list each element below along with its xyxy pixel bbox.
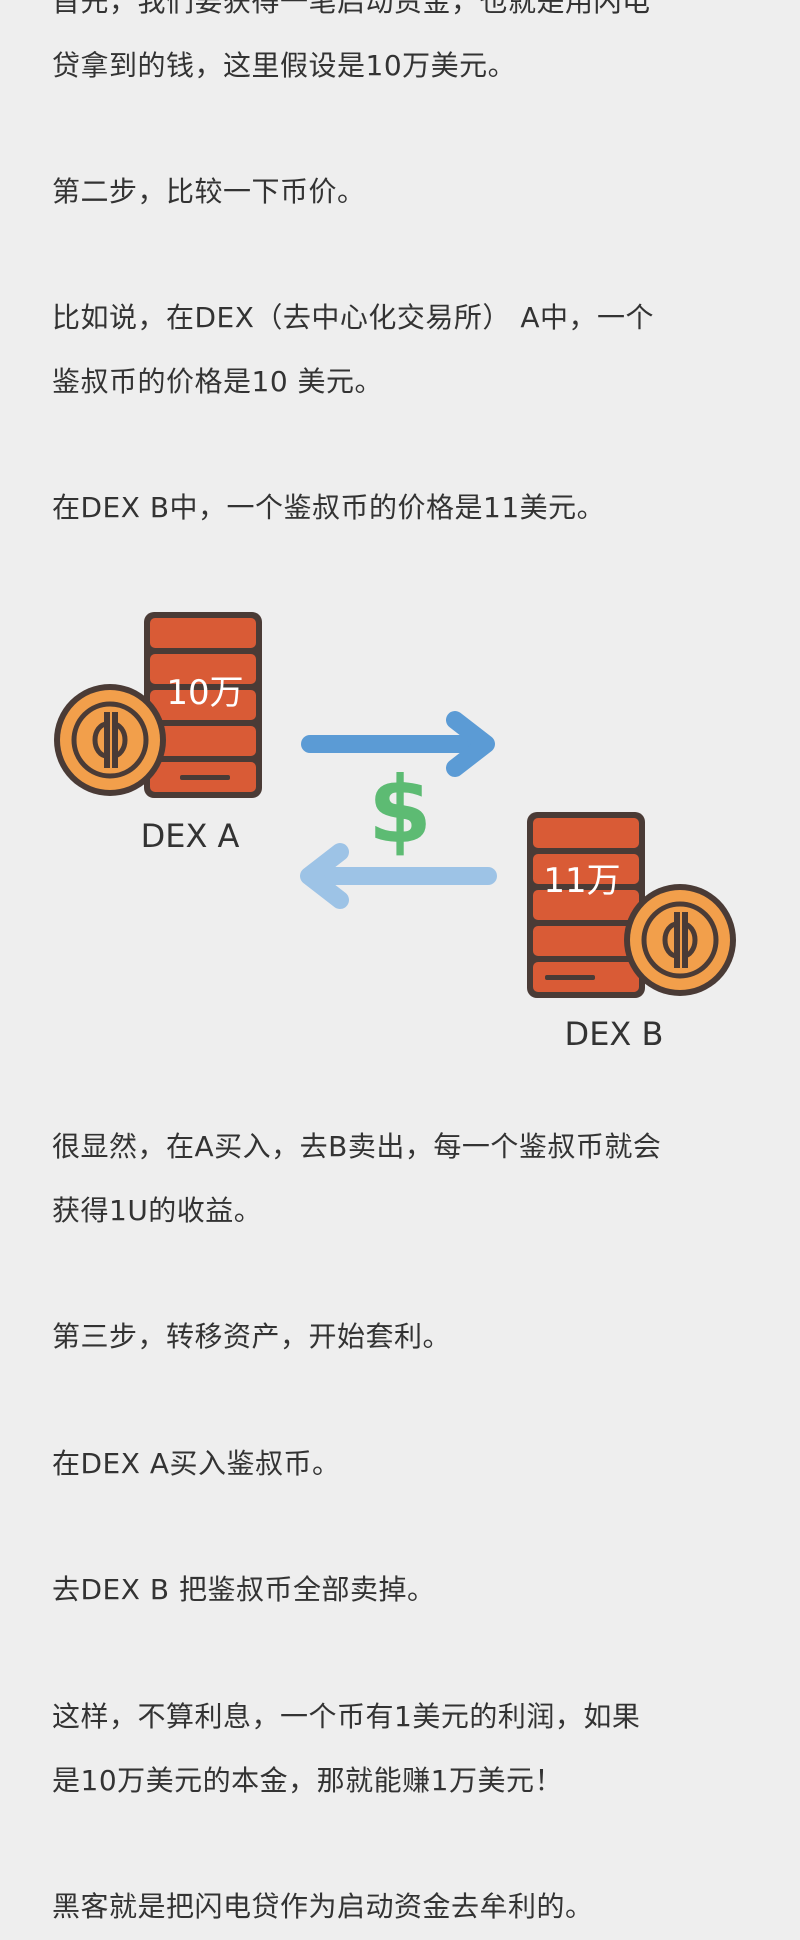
paragraph-example-a: 比如说，在DEX（去中心化交易所） A中，一个 鉴叔币的价格是10 美元。 [52,286,752,414]
dex-a-label: DEX A [141,817,240,855]
text-line: 在DEX A买入鉴叔币。 [52,1447,341,1480]
paragraph-hacker: 黑客就是把闪电贷作为启动资金去牟利的。 [52,1875,752,1939]
dex-b-server-icon [527,812,645,998]
text-line: 很显然，在A买入，去B卖出，每一个鉴叔币就会 [52,1130,662,1163]
paragraph-sell: 去DEX B 把鉴叔币全部卖掉。 [52,1558,752,1622]
text-line: 贷拿到的钱，这里假设是10万美元。 [52,49,517,82]
paragraph-profit: 这样，不算利息，一个币有1美元的利润，如果 是10万美元的本金，那就能赚1万美元… [52,1685,752,1813]
text-line: 黑客就是把闪电贷作为启动资金去牟利的。 [52,1890,594,1923]
text-line: 获得1U的收益。 [52,1194,263,1227]
text-line: 去DEX B 把鉴叔币全部卖掉。 [52,1573,436,1606]
text-line: 鉴叔币的价格是10 美元。 [52,365,384,398]
text-line: 第二步，比较一下币价。 [52,175,366,208]
arrow-left-icon [300,843,497,909]
text-line: 是10万美元的本金，那就能赚1万美元！ [52,1764,563,1797]
dollar-icon: $ [368,757,432,864]
dex-a-coin-icon [54,684,166,796]
text-line: 在DEX B中，一个鉴叔币的价格是11美元。 [52,491,606,524]
arrow-right-icon [301,711,495,777]
paragraph-step-two: 第二步，比较一下币价。 [52,160,752,224]
text-line: 第三步，转移资产，开始套利。 [52,1320,452,1353]
arbitrage-diagram: 10万 DEX A $ [54,612,736,1053]
paragraph-buy: 在DEX A买入鉴叔币。 [52,1432,752,1496]
dex-a-amount: 10万 [166,673,243,713]
dex-b-coin-icon [624,884,736,996]
text-line: 这样，不算利息，一个币有1美元的利润，如果 [52,1700,641,1733]
dex-b-amount: 11万 [543,861,620,901]
dex-a-server-icon [144,612,262,798]
paragraph-intro: 首先，我们要获得一笔启动资金，也就是用闪电 贷拿到的钱，这里假设是10万美元。 [52,0,752,98]
dex-b-label: DEX B [565,1015,664,1053]
paragraph-conclusion: 很显然，在A买入，去B卖出，每一个鉴叔币就会 获得1U的收益。 [52,1115,752,1243]
paragraph-step-three: 第三步，转移资产，开始套利。 [52,1305,752,1369]
text-line: 首先，我们要获得一笔启动资金，也就是用闪电 [52,0,651,18]
paragraph-example-b: 在DEX B中，一个鉴叔币的价格是11美元。 [52,476,752,540]
text-line: 比如说，在DEX（去中心化交易所） A中，一个 [52,301,654,334]
